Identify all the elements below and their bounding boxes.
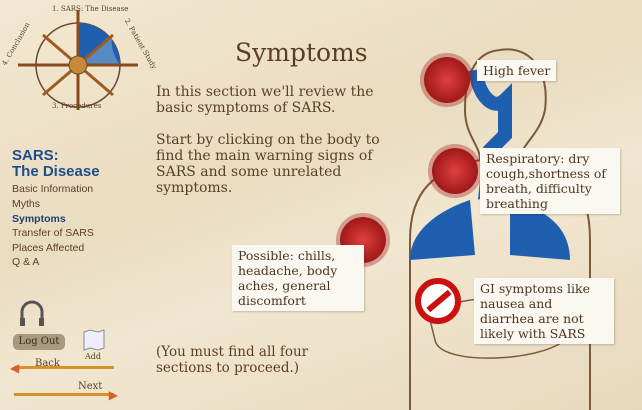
virus-fever-hotspot[interactable]: [424, 57, 470, 103]
footer-instruction: (You must find all four sections to proc…: [156, 344, 309, 376]
section-title-line: SARS:: [12, 147, 59, 164]
intro-paragraph: Start by clicking on the body to find th…: [156, 132, 380, 196]
next-arrow-button[interactable]: ▶: [14, 388, 118, 402]
compass-navigation[interactable]: [8, 5, 148, 115]
nav-symptoms[interactable]: Symptoms: [12, 213, 66, 225]
section-title-line: The Disease: [12, 163, 100, 180]
callout-possible: Possible: chills, headache, body aches, …: [232, 245, 364, 311]
callout-high-fever: High fever: [477, 60, 557, 81]
compass-label-3[interactable]: 3. Procedures: [52, 102, 102, 110]
nav-qa[interactable]: Q & A: [12, 256, 40, 268]
logout-button[interactable]: Log Out: [13, 334, 65, 350]
map-icon[interactable]: [82, 328, 106, 352]
intro-text: In this section we'll review the basic s…: [156, 84, 396, 196]
back-label: Back: [35, 358, 60, 369]
back-arrow-button[interactable]: ◀: [10, 361, 114, 375]
body-diagram[interactable]: [380, 40, 630, 410]
nav-basic-information[interactable]: Basic Information: [12, 183, 94, 195]
add-label: Add: [85, 352, 102, 361]
headphones-icon[interactable]: [18, 300, 46, 328]
section-title: SARS: The Disease: [12, 148, 100, 180]
callout-gi: GI symptoms like nausea and diarrhea are…: [474, 278, 614, 344]
callout-respiratory: Respiratory: dry cough,shortness of brea…: [480, 148, 620, 214]
nav-transfer[interactable]: Transfer of SARS: [12, 227, 94, 239]
virus-respiratory-hotspot[interactable]: [432, 148, 478, 194]
nav-myths[interactable]: Myths: [12, 198, 41, 210]
no-symbol-icon[interactable]: [415, 278, 461, 324]
compass-label-1[interactable]: 1. SARS: The Disease: [52, 5, 129, 13]
next-label: Next: [78, 381, 103, 392]
intro-paragraph: In this section we'll review the basic s…: [156, 84, 374, 116]
page-title: Symptoms: [235, 38, 368, 67]
nav-places-affected[interactable]: Places Affected: [12, 242, 85, 254]
